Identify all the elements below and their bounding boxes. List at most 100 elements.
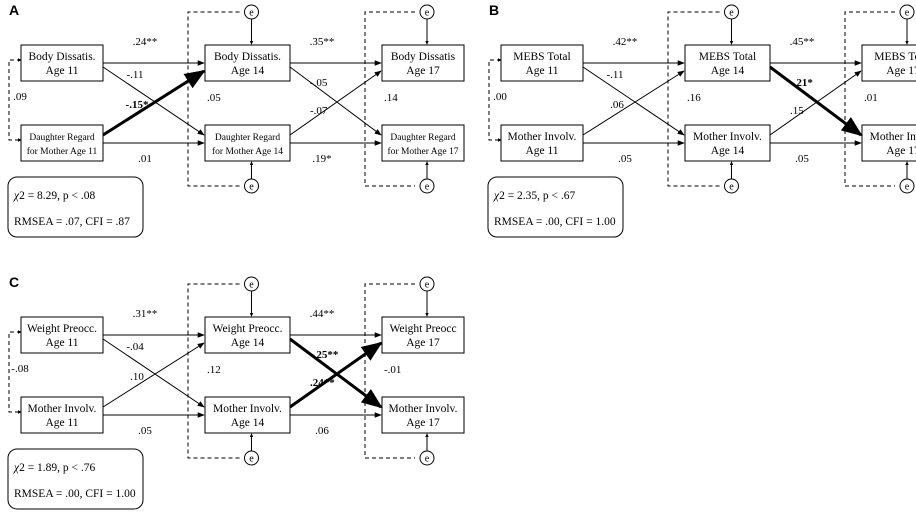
error-label: e <box>729 182 734 193</box>
node-t11_top: Body Dissatis.Age 11 <box>20 44 104 82</box>
node-t14_bot: Mother Involv.Age 14 <box>684 124 771 162</box>
error-term-bottom: e <box>899 178 915 194</box>
node-label-line2: Age 14 <box>231 417 265 429</box>
node-label-line2: Age 17 <box>406 65 440 77</box>
node-label-line1: Daughter Regard <box>29 133 94 143</box>
node-box <box>204 124 291 162</box>
error-term-bottom: e <box>419 450 435 466</box>
path-cross-down-2 <box>769 65 863 137</box>
error-term-bottom: e <box>419 178 435 194</box>
node-t14_bot: Daughter Regard for Mother Age 14 <box>204 124 291 162</box>
error-label: e <box>249 280 254 291</box>
node-box <box>684 44 771 82</box>
path-cross-down-1 <box>102 66 205 136</box>
covariance-age11 <box>488 58 502 142</box>
node-label-line1: Weight Preocc <box>389 323 456 335</box>
node-label-line1: Mother Involv <box>870 131 916 143</box>
node-t14_bot: Mother Involv. Age 14 <box>204 396 291 434</box>
error-label: e <box>905 182 910 193</box>
node-t17_bot: Mother Involv.Age 17 <box>381 396 465 434</box>
node-box <box>500 44 584 82</box>
coef-bot1: .05 <box>138 425 152 437</box>
coef-c17: -.01 <box>384 364 401 376</box>
node-box <box>204 316 291 354</box>
node-label-line1: Mother Involv. <box>213 403 282 415</box>
coef-cross_down1: -.11 <box>126 69 143 81</box>
error-label: e <box>249 454 254 465</box>
node-label-line2: Age 11 <box>525 65 558 77</box>
panel-label: A <box>9 2 19 18</box>
node-box <box>20 124 104 162</box>
error-term-bottom: e <box>244 178 259 194</box>
node-box <box>204 396 291 434</box>
error-term-bottom: e <box>724 178 739 194</box>
fit-chi-square: χ2 = 8.29, p < .08 <box>13 190 96 202</box>
fit-rmsea-cfi: RMSEA = .00, CFI = 1.00 <box>14 488 136 500</box>
panel-label: C <box>9 274 19 290</box>
chi-value: 2 = 2.35, p < .67 <box>499 190 575 202</box>
path-cross-down-1 <box>102 338 205 408</box>
node-label-line1: Mother Involv. <box>508 131 577 143</box>
coef-cross_up1: -.15* <box>126 99 149 111</box>
path-cross-up-1 <box>582 70 685 136</box>
fit-chi-square: χ2 = 1.89, p < .76 <box>13 462 96 474</box>
chi-symbol: χ <box>493 190 500 202</box>
node-t14_top: Body Dissatis.Age 14 <box>204 44 291 82</box>
error-label: e <box>729 8 734 19</box>
node-label-line1: MEBS Total <box>513 51 570 63</box>
fit-chi-square: χ2 = 2.35, p < .67 <box>493 190 576 202</box>
node-label-line1: MEBS Total <box>699 51 756 63</box>
node-box <box>381 124 465 162</box>
fit-rmsea-cfi: RMSEA = .07, CFI = .87 <box>14 216 130 228</box>
covariance-dash <box>844 11 895 187</box>
fit-box-outline <box>7 176 144 238</box>
coef-bot2: .06 <box>315 425 329 437</box>
coef-c14: .05 <box>207 92 221 104</box>
coef-cross_up1: .06 <box>610 99 624 111</box>
node-label-line2: Age 11 <box>45 337 78 349</box>
coef-cross_up1: .10 <box>130 371 144 383</box>
covariance-age11 <box>8 330 22 414</box>
node-t11_top: Weight Preocc.Age 11 <box>20 316 104 354</box>
covariance-dash <box>364 11 415 187</box>
error-term-top: e <box>899 4 915 20</box>
path-cross-up-2 <box>289 341 383 409</box>
node-label-line2: Age 17 <box>406 337 440 349</box>
coef-top1: .42** <box>613 36 638 48</box>
coef-bot2: .05 <box>795 153 809 165</box>
coef-c17: .14 <box>384 92 398 104</box>
node-label-line2: Age 11 <box>45 65 78 77</box>
error-label: e <box>425 8 430 19</box>
node-box <box>20 396 104 434</box>
coef-bot2: .19* <box>312 153 331 165</box>
node-label-line2: for Mother Age 14 <box>212 146 283 157</box>
path-cross-up-1 <box>102 342 205 408</box>
node-box <box>861 124 916 162</box>
error-term-bottom: e <box>244 450 259 466</box>
node-label-line2: Age 17 <box>406 417 440 429</box>
error-label: e <box>425 182 430 193</box>
node-box <box>20 44 104 82</box>
coef-cross_down2: -.25** <box>310 349 339 361</box>
node-label-line2: Age 14 <box>711 65 745 77</box>
node-t11_bot: Mother Involv.Age 11 <box>500 124 584 162</box>
error-label: e <box>425 280 430 291</box>
node-label-line1: Daughter Regard <box>390 133 455 143</box>
path-cross-up-2 <box>289 70 382 136</box>
path-cross-up-1 <box>102 69 206 137</box>
node-label-line1: Daughter Regard <box>215 133 280 143</box>
path-cross-down-2 <box>289 66 382 136</box>
node-box <box>500 124 584 162</box>
chi-symbol: χ <box>13 190 20 202</box>
node-label-line1: Mother Involv. <box>693 131 762 143</box>
node-label-line2: Age 14 <box>231 337 265 349</box>
node-label-line1: Body Dissatis. <box>214 51 281 63</box>
node-label-line2: Age 17 <box>886 145 916 157</box>
node-box <box>20 316 104 354</box>
coef-c11: .09 <box>13 91 27 103</box>
